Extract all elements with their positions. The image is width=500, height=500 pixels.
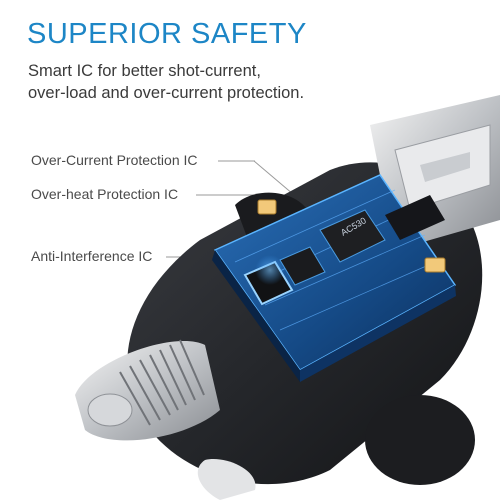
headline: SUPERIOR SAFETY bbox=[27, 18, 307, 50]
callout-over-current-ic: Over-Current Protection IC bbox=[31, 152, 198, 168]
capacitors bbox=[257, 199, 446, 273]
description-line-1: Smart IC for better shot-current, bbox=[28, 62, 261, 80]
side-contact-clip bbox=[197, 459, 256, 500]
callout-over-heat-ic: Over-heat Protection IC bbox=[31, 186, 179, 202]
description: Smart IC for better shot-current, over-l… bbox=[28, 60, 304, 104]
description-line-2: over-load and over-current protection. bbox=[28, 84, 305, 102]
spring-contact bbox=[75, 339, 220, 441]
ic-chips bbox=[243, 195, 445, 306]
callout-anti-interference-ic: Anti-Interference IC bbox=[31, 248, 153, 264]
